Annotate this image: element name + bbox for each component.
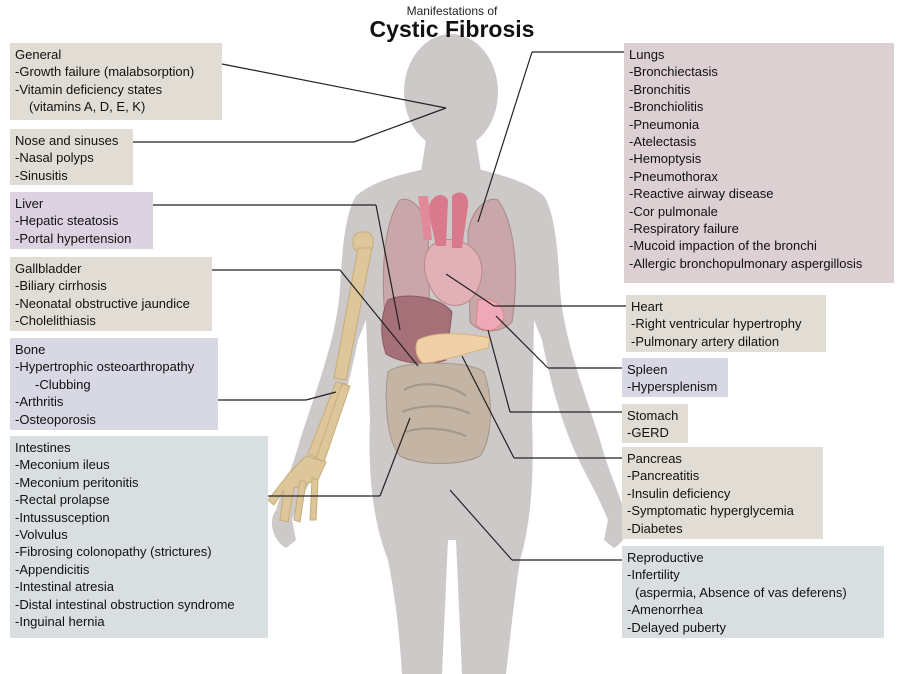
general-title: General	[15, 47, 62, 62]
lungs-item: -Hemoptysis	[629, 151, 702, 167]
intestines-item: -Intussusception	[15, 509, 110, 525]
intestines-item: -Meconium peritonitis	[15, 474, 139, 490]
spleen-organ	[475, 298, 505, 331]
gallbladder-box: Gallbladder -Biliary cirrhosis -Neonatal…	[10, 257, 212, 331]
general-item: -Vitamin deficiency states	[15, 81, 163, 97]
intestines-item: -Appendicitis	[15, 561, 90, 577]
stomach-title: Stomach	[627, 408, 679, 423]
lungs-item: -Bronchiolitis	[629, 99, 704, 115]
gallbladder-item: -Neonatal obstructive jaundice	[15, 295, 190, 311]
lungs-item: -Reactive airway disease	[629, 186, 774, 202]
reproductive-title: Reproductive	[627, 550, 704, 565]
intestines-item: -Fibrosing colonopathy (strictures)	[15, 544, 212, 560]
reproductive-box: Reproductive -Infertility (aspermia, Abs…	[622, 546, 884, 638]
leader-lines	[133, 51, 626, 561]
bone-item: -Hypertrophic osteoarthropathy	[15, 359, 195, 375]
diagram-title: Cystic Fibrosis	[369, 16, 535, 42]
reproductive-item: (aspermia, Absence of vas deferens)	[635, 584, 847, 600]
liver-title: Liver	[15, 196, 44, 211]
nose-box: Nose and sinuses -Nasal polyps -Sinusiti…	[10, 129, 133, 185]
reproductive-item: -Infertility	[627, 567, 680, 583]
lungs-item: -Allergic bronchopulmonary aspergillosis	[629, 255, 863, 271]
stomach-item: -GERD	[627, 425, 669, 441]
pancreas-item: -Symptomatic hyperglycemia	[627, 503, 794, 519]
pancreas-item: -Pancreatitis	[627, 468, 700, 484]
lungs-item: -Pneumonia	[629, 116, 700, 132]
arm-bones	[267, 231, 374, 523]
lungs-box: Lungs -Bronchiectasis -Bronchitis -Bronc…	[624, 43, 894, 283]
reproductive-item: -Amenorrhea	[627, 602, 703, 618]
stomach-box: Stomach -GERD	[622, 404, 688, 443]
nose-item: -Sinusitis	[15, 167, 68, 183]
lungs-item: -Cor pulmonale	[629, 203, 718, 219]
spleen-item: -Hypersplenism	[627, 379, 718, 395]
gallbladder-item: -Biliary cirrhosis	[15, 278, 107, 294]
heart-item: -Pulmonary artery dilation	[631, 333, 780, 349]
general-item: -Growth failure (malabsorption)	[15, 64, 195, 80]
intestines-item: -Distal intestinal obstruction syndrome	[15, 596, 235, 612]
lungs-item: -Pneumothorax	[629, 168, 718, 184]
pancreas-title: Pancreas	[627, 451, 682, 466]
spleen-box: Spleen -Hypersplenism	[622, 358, 728, 397]
spleen-title: Spleen	[627, 362, 668, 377]
intestines-item: -Inguinal hernia	[15, 614, 105, 630]
general-box: General -Growth failure (malabsorption) …	[10, 43, 222, 120]
nose-item: -Nasal polyps	[15, 150, 94, 166]
liver-item: -Portal hypertension	[15, 230, 132, 246]
bone-item: -Clubbing	[35, 376, 91, 392]
intestines-organ	[385, 362, 491, 464]
gallbladder-item: -Cholelithiasis	[15, 313, 96, 329]
intestines-item: -Meconium ileus	[15, 457, 110, 473]
intestines-item: -Rectal prolapse	[15, 492, 110, 508]
reproductive-item: -Delayed puberty	[627, 619, 726, 635]
diagram-subtitle: Manifestations of	[406, 4, 498, 18]
pancreas-item: -Diabetes	[627, 520, 683, 536]
gallbladder-title: Gallbladder	[15, 261, 82, 276]
bone-item: -Arthritis	[15, 394, 64, 410]
bone-item: -Osteoporosis	[15, 411, 96, 427]
heart-title: Heart	[631, 299, 663, 314]
pancreas-item: -Insulin deficiency	[627, 485, 731, 501]
pancreas-organ	[415, 333, 491, 365]
heart-item: -Right ventricular hypertrophy	[631, 316, 802, 332]
lungs-item: -Atelectasis	[629, 134, 697, 150]
intestines-item: -Volvulus	[15, 527, 68, 543]
intestines-title: Intestines	[15, 440, 71, 455]
liver-item: -Hepatic steatosis	[15, 213, 119, 229]
heart-box: Heart -Right ventricular hypertrophy -Pu…	[626, 295, 826, 352]
lungs-item: -Bronchitis	[629, 81, 691, 97]
lungs-title: Lungs	[629, 47, 665, 62]
nose-title: Nose and sinuses	[15, 133, 119, 148]
intestines-item: -Intestinal atresia	[15, 579, 114, 595]
pancreas-box: Pancreas -Pancreatitis -Insulin deficien…	[622, 447, 823, 539]
bone-box: Bone -Hypertrophic osteoarthropathy -Clu…	[10, 338, 218, 430]
lungs-item: -Respiratory failure	[629, 221, 739, 237]
liver-box: Liver -Hepatic steatosis -Portal hyperte…	[10, 192, 153, 249]
lungs-item: -Mucoid impaction of the bronchi	[629, 238, 817, 254]
intestines-box: Intestines -Meconium ileus -Meconium per…	[10, 436, 268, 638]
lungs-item: -Bronchiectasis	[629, 64, 718, 80]
bone-title: Bone	[15, 342, 46, 357]
general-item: (vitamins A, D, E, K)	[29, 99, 146, 115]
